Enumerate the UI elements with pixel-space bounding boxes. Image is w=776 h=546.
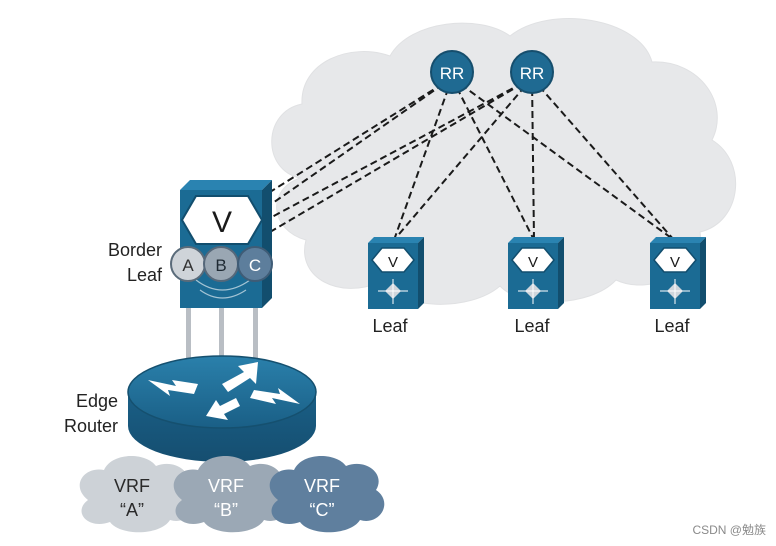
bgp-line-rr1-leaf3 <box>451 77 675 241</box>
vrf-cloud-label-line2: “B” <box>214 500 238 520</box>
leaf-label: Leaf <box>514 316 550 336</box>
vtep-hexagon <box>511 247 555 273</box>
bgp-line-rr2-leaf2 <box>531 77 535 241</box>
vrf-cloud-label-line2: “A” <box>120 500 144 520</box>
leaf-switch-2: V <box>508 237 564 309</box>
bgp-line-rr1-leaf1 <box>393 77 453 241</box>
vrf-port-label: C <box>249 256 261 275</box>
uplink-cables <box>186 276 258 362</box>
vrf-port-b: B <box>203 246 239 282</box>
border-leaf-label-line2: Leaf <box>127 265 163 285</box>
route-reflector-label: RR <box>440 64 465 83</box>
vrf-cloud-label-line1: VRF <box>304 476 340 496</box>
cable-a <box>186 276 191 362</box>
router-arrows-icon <box>148 362 300 420</box>
vtep-hexagon <box>653 247 697 273</box>
bgp-line-rr1-leaf2 <box>451 77 535 241</box>
route-reflector-1: RR <box>430 50 474 94</box>
vtep-hexagon <box>180 195 264 245</box>
border-leaf-switch: V <box>180 180 272 308</box>
vtep-label: V <box>388 254 398 271</box>
bgp-line-rr1-border <box>269 77 453 193</box>
vrf-cloud-a: VRF “A” <box>79 455 195 533</box>
leaf-label: Leaf <box>654 316 690 336</box>
vrf-port-c: C <box>237 246 273 282</box>
bgp-line-rr2-leaf1 <box>393 77 533 241</box>
vrf-cloud-label-line2: “C” <box>310 500 335 520</box>
cable-b <box>219 276 224 362</box>
vrf-port-label: B <box>215 256 226 275</box>
edge-router-label-line2: Router <box>64 416 118 436</box>
route-reflector-label: RR <box>520 64 545 83</box>
leaf-switch-3: V <box>650 237 706 309</box>
leaf-label: Leaf <box>372 316 408 336</box>
bgp-line-rr1-border-2 <box>269 77 453 206</box>
vtep-label: V <box>528 254 538 271</box>
bgp-line-rr2-leaf3 <box>531 77 675 241</box>
vrf-cloud-b: VRF “B” <box>173 455 289 533</box>
bgp-line-rr2-border-2 <box>269 77 533 233</box>
vtep-label: V <box>212 206 232 239</box>
vrf-cloud-label-line1: VRF <box>114 476 150 496</box>
vrf-cloud-c: VRF “C” <box>269 455 385 533</box>
bgp-line-rr2-border <box>269 77 533 219</box>
border-leaf-label-line1: Border <box>108 240 162 260</box>
vrf-port-label: A <box>182 256 194 275</box>
cable-c <box>253 276 258 362</box>
edge-router <box>127 355 317 462</box>
vrf-cloud-label-line1: VRF <box>208 476 244 496</box>
route-reflector-2: RR <box>510 50 554 94</box>
vtep-label: V <box>670 254 680 271</box>
vtep-hexagon <box>371 247 415 273</box>
edge-router-label-line1: Edge <box>76 391 118 411</box>
leaf-switch-1: V <box>368 237 424 309</box>
bgp-session-lines <box>269 77 675 241</box>
watermark-text: CSDN @勉族 <box>692 523 766 537</box>
vrf-port-a: A <box>170 246 206 282</box>
